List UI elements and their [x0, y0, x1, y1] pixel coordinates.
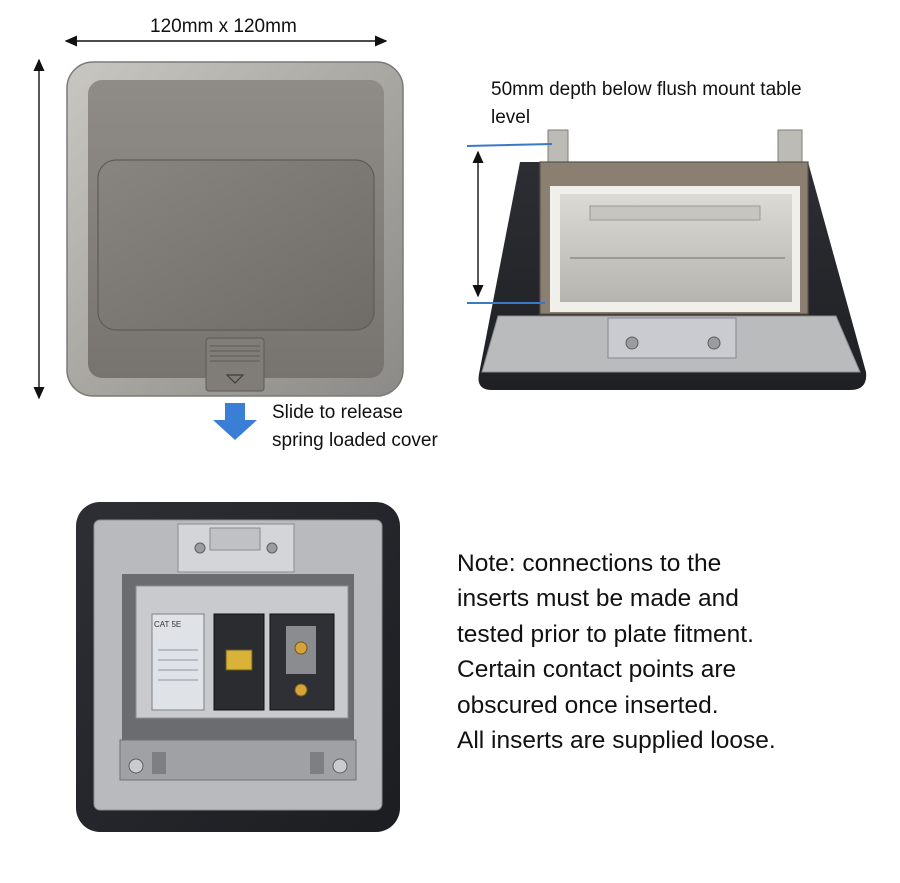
cat5e-insert-label: CAT 5E	[154, 620, 182, 629]
note-line-1: Note: connections to the	[457, 550, 722, 577]
depth-label-line-1: 50mm depth below flush mount table	[491, 79, 802, 100]
note-line-3: tested prior to plate fitment.	[457, 621, 754, 648]
dimensions-label: 120mm x 120mm	[150, 16, 297, 37]
slide-label-line-1: Slide to release	[272, 402, 403, 423]
slide-label-line-2: spring loaded cover	[272, 430, 438, 451]
note-line-6: All inserts are supplied loose.	[457, 727, 776, 754]
note-line-2: inserts must be made and	[457, 585, 739, 612]
note-line-4: Certain contact points are	[457, 656, 737, 683]
depth-label-line-2: level	[491, 107, 531, 128]
note-line-5: obscured once inserted.	[457, 692, 719, 719]
